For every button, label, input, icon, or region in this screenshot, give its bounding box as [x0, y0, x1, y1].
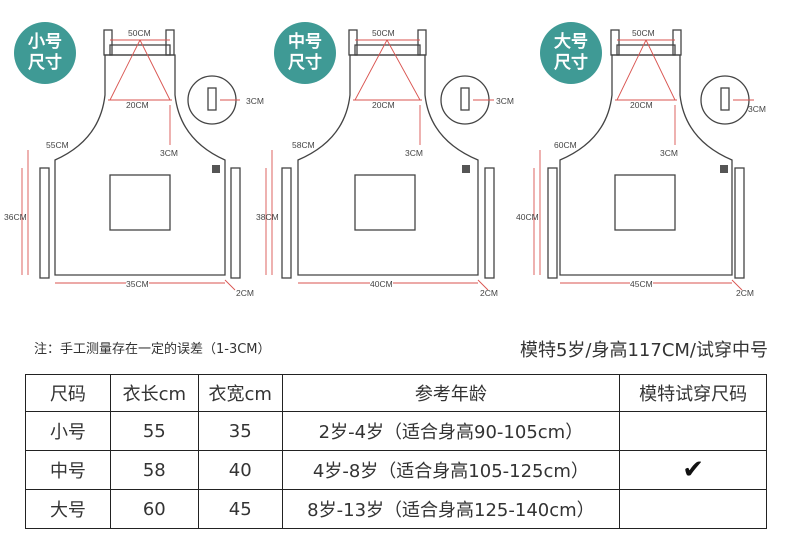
apron-diagram-large: 大号 尺寸 50CM 20CM 3CM 3CM 60CM 40CM 45CM 2…: [516, 0, 780, 320]
apron-outline: [21, 29, 241, 291]
dim-pocket-height: 36CM: [4, 212, 27, 222]
dim-length: 58CM: [292, 140, 315, 150]
dim-length: 55CM: [46, 140, 69, 150]
dim-width: 45CM: [630, 279, 653, 289]
cell-size: 小号: [25, 411, 111, 451]
dim-pocket-height: 38CM: [256, 212, 279, 222]
dim-strap-2: 3CM: [160, 148, 178, 158]
apron-diagram-small: 小号 尺寸 50CM 20CM 3CM 3CM 55CM 36CM 35CM 2…: [0, 0, 264, 320]
dim-length: 60CM: [554, 140, 577, 150]
apron-outline: [533, 29, 754, 291]
size-badge: 大号 尺寸: [540, 22, 602, 84]
cell-length: 58: [109, 450, 199, 490]
table-row: 小号 55 35 2岁-4岁（适合身高90-105cm）: [25, 411, 767, 451]
cell-width: 35: [197, 411, 283, 451]
cell-width: 45: [197, 489, 283, 529]
checkmark-icon: ✔: [619, 450, 767, 490]
dim-pocket-height: 40CM: [516, 212, 539, 222]
dim-width: 35CM: [126, 279, 149, 289]
header-size: 尺码: [25, 374, 111, 412]
dim-neck: 20CM: [372, 100, 395, 110]
cell-width: 40: [197, 450, 283, 490]
measurement-note: 注：手工测量存在一定的误差（1-3CM）: [34, 342, 271, 357]
size-table: 尺码 衣长cm 衣宽cm 参考年龄 模特试穿尺码 小号 55 35 2岁-4岁（…: [25, 374, 767, 529]
dim-strap: 3CM: [496, 96, 514, 106]
header-length: 衣长cm: [109, 374, 199, 412]
cell-size: 大号: [25, 489, 111, 529]
size-badge: 中号 尺寸: [274, 22, 336, 84]
header-width: 衣宽cm: [197, 374, 283, 412]
dim-neck: 20CM: [126, 100, 149, 110]
apron-diagram-medium: 中号 尺寸 50CM 20CM 3CM 3CM 58CM 38CM 40CM 2…: [256, 0, 520, 320]
dim-side: 2CM: [236, 288, 254, 298]
cell-model: [619, 489, 767, 529]
table-header-row: 尺码 衣长cm 衣宽cm 参考年龄 模特试穿尺码: [25, 374, 767, 412]
dim-top-width: 50CM: [372, 28, 395, 38]
apron-outline: [265, 29, 495, 291]
dim-side: 2CM: [736, 288, 754, 298]
cell-length: 60: [109, 489, 199, 529]
cell-length: 55: [109, 411, 199, 451]
model-info: 模特5岁/身高117CM/试穿中号: [519, 340, 768, 361]
cell-age: 8岁-13岁（适合身高125-140cm）: [281, 489, 621, 529]
dim-width: 40CM: [370, 279, 393, 289]
cell-size: 中号: [25, 450, 111, 490]
dim-strap: 3CM: [748, 104, 766, 114]
dim-strap: 3CM: [246, 96, 264, 106]
dim-strap-2: 3CM: [405, 148, 423, 158]
size-badge: 小号 尺寸: [14, 22, 76, 84]
table-row: 大号 60 45 8岁-13岁（适合身高125-140cm）: [25, 489, 767, 529]
cell-age: 4岁-8岁（适合身高105-125cm）: [281, 450, 621, 490]
dim-strap-2: 3CM: [660, 148, 678, 158]
dim-top-width: 50CM: [632, 28, 655, 38]
dim-side: 2CM: [480, 288, 498, 298]
header-model-size: 模特试穿尺码: [619, 374, 767, 412]
dim-top-width: 50CM: [128, 28, 151, 38]
cell-model: [619, 411, 767, 451]
header-age: 参考年龄: [281, 374, 621, 412]
cell-age: 2岁-4岁（适合身高90-105cm）: [281, 411, 621, 451]
dim-neck: 20CM: [630, 100, 653, 110]
table-row: 中号 58 40 4岁-8岁（适合身高105-125cm） ✔: [25, 450, 767, 490]
